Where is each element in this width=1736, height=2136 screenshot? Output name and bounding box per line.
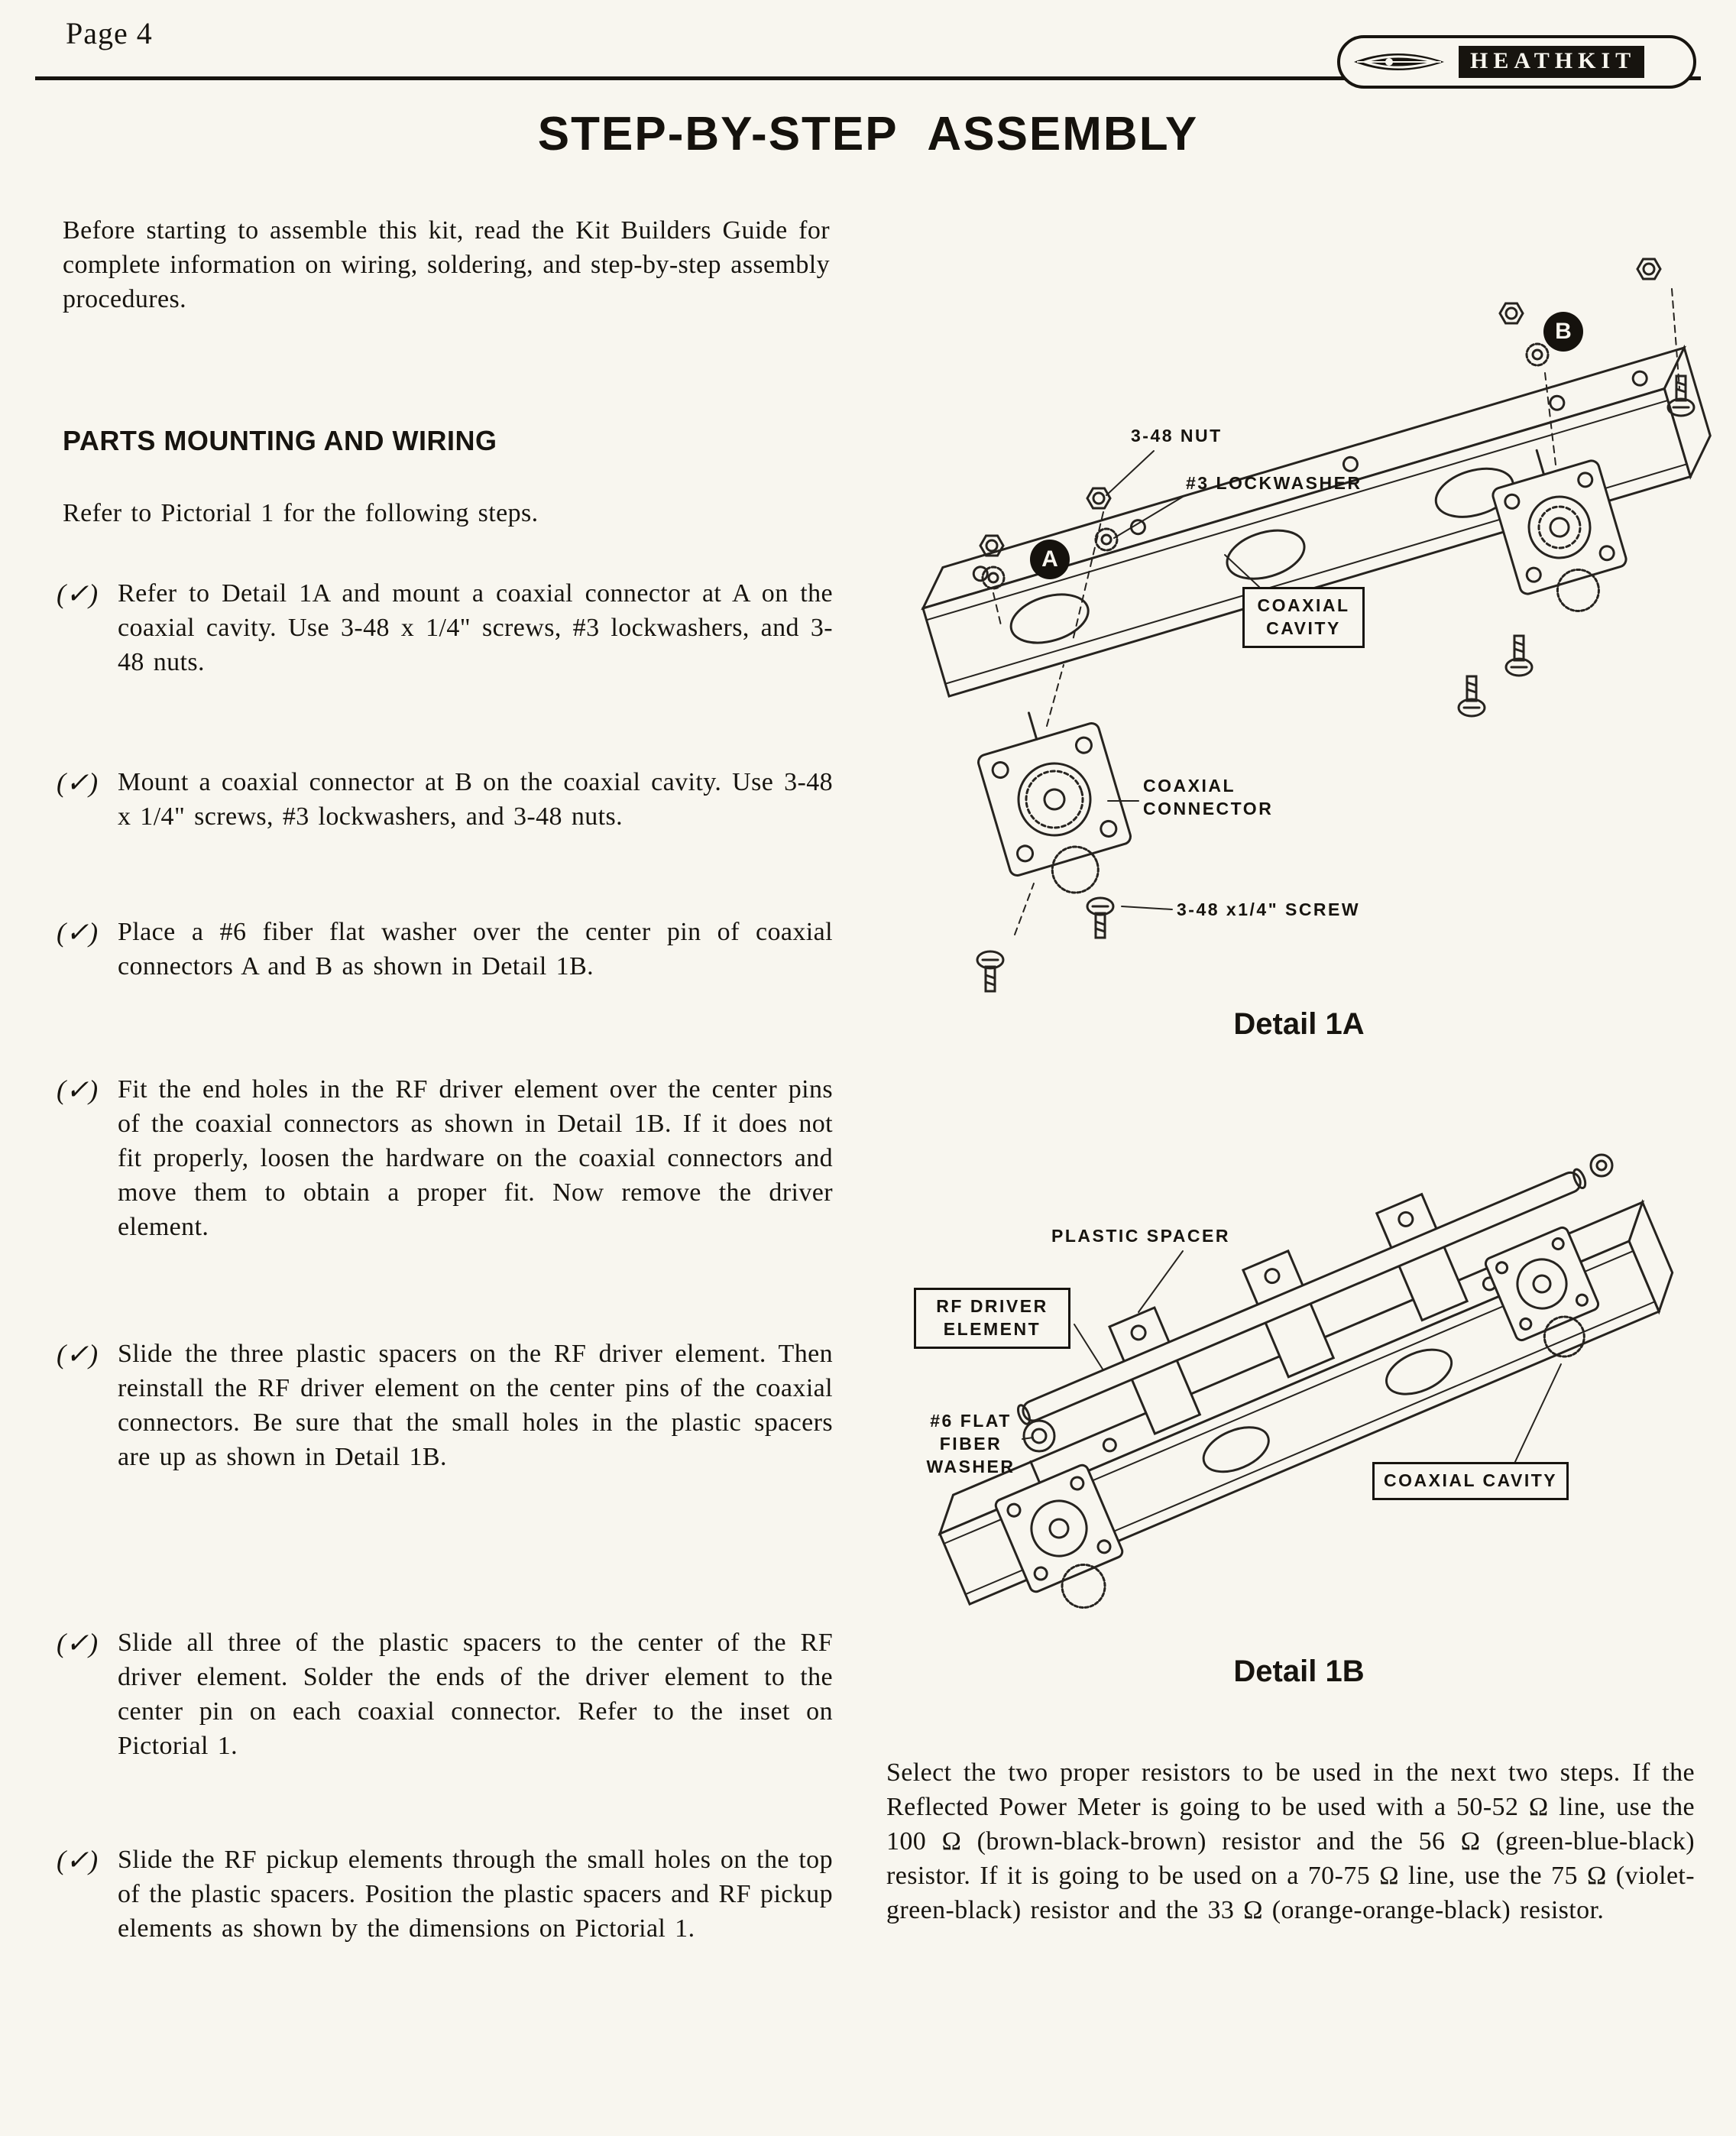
label-coaxial-cavity-1b: COAXIAL CAVITY (1372, 1462, 1569, 1500)
step-6-text: Slide all three of the plastic spacers t… (118, 1629, 833, 1760)
callout-a-badge: A (1030, 540, 1070, 579)
step-5-text: Slide the three plastic spacers on the R… (118, 1340, 833, 1471)
step-3-checkmark: (✓) (57, 917, 99, 948)
label-coaxial-cavity-1a: COAXIAL CAVITY (1242, 587, 1365, 648)
label-rf-driver-element: RF DRIVER ELEMENT (914, 1288, 1070, 1349)
left-connector-shape (994, 1460, 1124, 1609)
step-1: (✓) Refer to Detail 1A and mount a coaxi… (57, 577, 833, 680)
refer-line: Refer to Pictorial 1 for the following s… (63, 499, 539, 527)
page-number: Page 4 (66, 16, 153, 50)
step-7-text: Slide the RF pickup elements through the… (118, 1846, 833, 1943)
heathkit-lens-icon (1354, 53, 1444, 70)
section-heading: PARTS MOUNTING AND WIRING (63, 425, 497, 456)
step-5: (✓) Slide the three plastic spacers on t… (57, 1337, 833, 1475)
step-6: (✓) Slide all three of the plastic space… (57, 1626, 833, 1764)
detail-1b-drawing (938, 1153, 1674, 1609)
detail-1b-caption: Detail 1B (1233, 1655, 1365, 1688)
step-7-checkmark: (✓) (57, 1845, 99, 1875)
label-3-lockwasher: #3 LOCKWASHER (1186, 473, 1362, 493)
label-coaxial-connector: COAXIAL CONNECTOR (1143, 776, 1274, 818)
coaxial-connector-b-shape (1491, 449, 1628, 612)
fiber-washer-shape (1022, 1419, 1056, 1453)
step-4-text: Fit the end holes in the RF driver eleme… (118, 1075, 833, 1241)
detail-1a-figure: 3-48 NUT #3 LOCKWASHER COAXIAL CAVITY CO… (877, 243, 1721, 1007)
label-plastic-spacer: PLASTIC SPACER (1051, 1226, 1230, 1246)
step-5-checkmark: (✓) (57, 1339, 99, 1369)
step-3: (✓) Place a #6 fiber flat washer over th… (57, 916, 833, 984)
step-7: (✓) Slide the RF pickup elements through… (57, 1843, 833, 1946)
heathkit-logo: HEATHKIT (1337, 35, 1696, 89)
page-title: STEP-BY-STEP ASSEMBLY (537, 108, 1199, 160)
rf-driver-element-shape (1016, 1168, 1587, 1435)
step-2: (✓) Mount a coaxial connector at B on th… (57, 766, 833, 835)
step-1-text: Refer to Detail 1A and mount a coaxial c… (118, 579, 833, 676)
label-3-48-nut: 3-48 NUT (1131, 426, 1223, 446)
resistor-selection-paragraph: Select the two proper resistors to be us… (886, 1758, 1696, 1924)
header-divider (35, 76, 1701, 80)
step-4-checkmark: (✓) (57, 1074, 99, 1105)
label-3-48-screw: 3-48 x1/4" SCREW (1177, 899, 1361, 919)
label-fiber-washer: #6 FLAT FIBER WASHER (926, 1411, 1015, 1476)
intro-paragraph: Before starting to assemble this kit, re… (63, 216, 830, 313)
step-4: (✓) Fit the end holes in the RF driver e… (57, 1073, 833, 1244)
coaxial-cavity-shape (921, 344, 1712, 698)
callout-b-badge: B (1543, 312, 1583, 352)
coaxial-connector-a-shape (977, 711, 1132, 894)
detail-1a-caption: Detail 1A (1233, 1007, 1365, 1041)
step-2-text: Mount a coaxial connector at B on the co… (118, 768, 833, 831)
detail-1b-figure: PLASTIC SPACER RF DRIVER ELEMENT #6 FLAT… (877, 1112, 1721, 1647)
heathkit-logo-text: HEATHKIT (1456, 44, 1647, 80)
step-6-checkmark: (✓) (57, 1628, 99, 1658)
step-3-text: Place a #6 fiber flat washer over the ce… (118, 918, 833, 980)
step-1-checkmark: (✓) (57, 579, 99, 609)
detail-1a-drawing (921, 258, 1712, 993)
step-2-checkmark: (✓) (57, 767, 99, 798)
right-connector-shape (1484, 1226, 1600, 1358)
